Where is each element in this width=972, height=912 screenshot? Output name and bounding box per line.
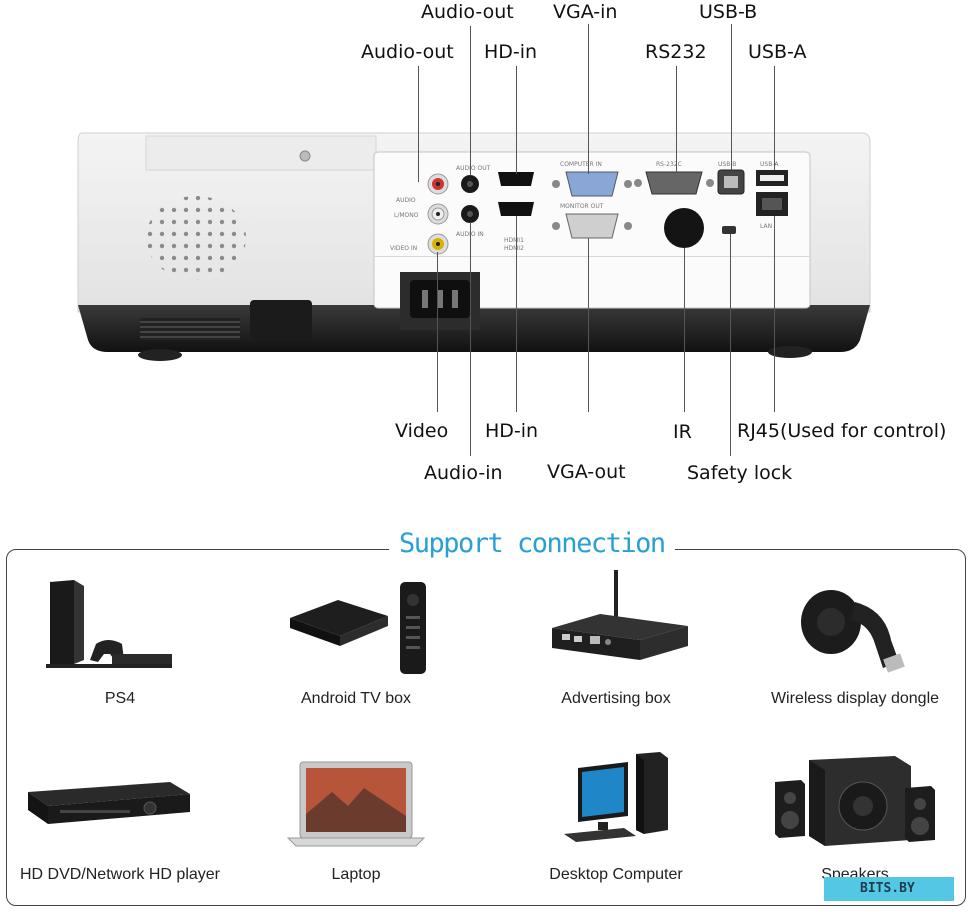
print-hdmi2: HDMI2 <box>504 245 524 252</box>
dongle-icon <box>801 590 905 673</box>
device-label: Android TV box <box>301 690 411 707</box>
speaker-grille <box>146 196 246 280</box>
print-computer-in: COMPUTER IN <box>560 161 602 168</box>
label-rs232: RS232 <box>645 41 707 63</box>
label-video: Video <box>395 420 449 442</box>
leader-vga-in <box>588 24 589 174</box>
device-label: HD DVD/Network HD player <box>19 866 221 883</box>
leader-audio-in <box>470 222 471 456</box>
label-audio-in: Audio-in <box>424 462 503 484</box>
leader-hd-in <box>516 216 517 412</box>
device-label: Advertising box <box>561 690 671 707</box>
router-box-icon <box>552 570 688 660</box>
leader-video <box>437 252 438 412</box>
vga-ports <box>552 171 632 239</box>
label-hd-in-top: HD-in <box>484 41 538 63</box>
label-audio-out: Audio-out <box>361 41 454 63</box>
label-vga-out: VGA-out <box>547 461 626 483</box>
tv-box-icon <box>290 582 426 674</box>
print-l-mono: L/MONO <box>394 212 419 219</box>
device-label: PS4 <box>104 690 136 707</box>
hdmi-ports <box>498 172 534 216</box>
print-monitor-out: MONITOR OUT <box>560 203 604 210</box>
game-console-icon <box>46 580 172 668</box>
print-rs232c: RS-232C <box>656 161 682 168</box>
projector-rear-panel: AUDIO OUT AUDIO L/MONO VIDEO IN AUDIO IN… <box>77 132 871 361</box>
label-usb-a: USB-A <box>748 41 807 63</box>
print-usb-a: USB-A <box>760 161 779 168</box>
dvd-player-icon <box>28 782 190 824</box>
leader-hd-in-top <box>516 66 517 174</box>
power-inlet <box>400 272 480 330</box>
leader-vga-out <box>588 238 589 412</box>
leader-audio-out-top <box>470 26 471 176</box>
label-safety-lock: Safety lock <box>687 462 793 484</box>
desktop-computer-icon <box>564 752 668 842</box>
support-connection-title: Support connection <box>389 528 675 561</box>
leader-rj45 <box>774 216 775 412</box>
print-video-in: VIDEO IN <box>390 245 417 252</box>
label-rj45: RJ45(Used for control) <box>737 420 947 442</box>
print-audio-out: AUDIO OUT <box>456 165 491 172</box>
label-audio-out-top: Audio-out <box>421 1 514 23</box>
label-usb-b: USB-B <box>699 1 758 23</box>
leader-audio-out <box>418 66 419 182</box>
leader-usb-a <box>774 66 775 170</box>
watermark-logo: BITS.BY <box>824 877 954 901</box>
print-usb-b: USB-B <box>718 161 736 168</box>
leader-rs232 <box>676 66 677 172</box>
rca-jacks <box>427 173 449 255</box>
print-audio: AUDIO <box>396 197 416 204</box>
leader-ir <box>684 248 685 412</box>
rs232-port <box>634 171 714 195</box>
label-vga-in: VGA-in <box>553 1 618 23</box>
laptop-icon <box>286 761 426 847</box>
speakers-icon <box>775 756 935 846</box>
label-hd-in: HD-in <box>485 420 539 442</box>
leader-usb-b <box>731 24 732 170</box>
leader-safety-lock <box>730 234 731 456</box>
print-lan: LAN <box>760 223 772 230</box>
print-audio-in: AUDIO IN <box>456 231 484 238</box>
device-label: Laptop <box>331 866 381 883</box>
print-hdmi1: HDMI1 <box>504 237 524 244</box>
device-label: Desktop Computer <box>549 866 683 883</box>
device-label: Wireless display dongle <box>770 690 940 707</box>
label-ir: IR <box>673 421 692 443</box>
